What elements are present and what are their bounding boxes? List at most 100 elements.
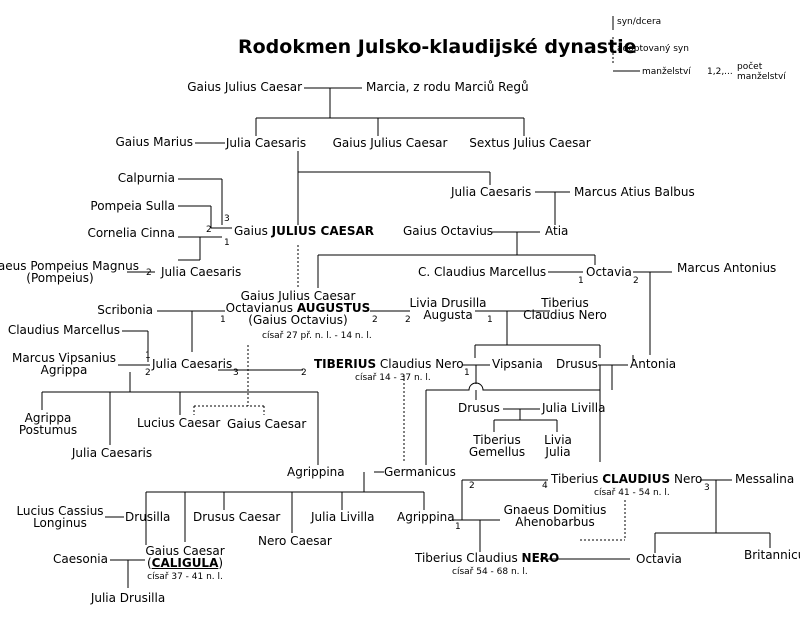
person-agrippa-line1: Marcus Vipsanius <box>12 351 116 365</box>
marriage-number-octavia-antonius: 2 <box>633 276 639 286</box>
legend-marriage-label: manželství <box>642 67 691 77</box>
marriage-number-julia-marcellus: 1 <box>145 351 151 361</box>
person-vipsania: Vipsania <box>492 357 543 371</box>
person-tiberius-nero-line1: Tiberius <box>541 296 589 310</box>
marriage-number-agrippina-claudius: 2 <box>469 481 475 491</box>
augustus-name: AUGUSTUS <box>296 301 371 315</box>
marriage-number-aug-scribonia: 1 <box>220 315 226 325</box>
person-augustus-line2: Octavianus AUGUSTUS <box>226 302 371 315</box>
claudius-reign: císař 41 - 54 n. l. <box>594 488 670 498</box>
claudius-praenomen: Tiberius <box>551 472 603 486</box>
person-drusus-elder: Drusus <box>556 357 598 371</box>
marriage-number-aug-livia: 2 <box>372 315 378 325</box>
marriage-number-cornelia: 1 <box>224 238 230 248</box>
person-claudius-marcellus-c: C. Claudius Marcellus <box>418 265 547 279</box>
person-antonia: Antonia <box>630 357 677 371</box>
claudius-rest: Nero <box>670 472 703 486</box>
person-caligula-2: (CALIGULA) <box>146 556 224 570</box>
augustus-octavianus: Octavianus <box>225 301 297 315</box>
julius-caesar-praenomen: Gaius <box>234 224 272 238</box>
legend-count-desc-2: manželství <box>737 72 786 82</box>
person-nero-caesar: Nero Caesar <box>258 534 332 548</box>
augustus-reign: císař 27 př. n. l. - 14 n. l. <box>262 331 372 341</box>
person-julius-caesar: Gaius JULIUS CAESAR <box>234 225 374 238</box>
person-julia-livilla-1: Julia Livilla <box>542 401 606 415</box>
marriage-number-agrippina-ahenobarbus: 1 <box>455 522 461 532</box>
person-marcus-antonius: Marcus Antonius <box>677 261 777 275</box>
person-drusilla: Drusilla <box>125 510 171 524</box>
person-julia-caesaris-5: Julia Caesaris <box>71 446 153 460</box>
marriage-number-livia-tib: 1 <box>487 315 493 325</box>
marriage-number-octavia-marcellus: 1 <box>578 276 584 286</box>
person-gaius-marius: Gaius Marius <box>115 135 194 149</box>
legend-count-label: 1,2,... <box>707 67 733 77</box>
person-octavia-minor: Octavia <box>586 265 632 279</box>
marriage-number-julia-tiberius: 3 <box>233 368 239 378</box>
person-livia-drusilla: Livia Drusilla <box>409 296 487 310</box>
person-julia-drusilla: Julia Drusilla <box>90 591 166 605</box>
page-title: Rodokmen Julsko-klaudijské dynastie <box>238 36 637 58</box>
person-livia-julia-1: Livia <box>544 433 572 447</box>
person-sextus-julius-caesar: Sextus Julius Caesar <box>469 136 591 150</box>
person-pompeius-alias: (Pompeius) <box>26 271 94 285</box>
marriage-number-julia-agrippa: 2 <box>145 368 151 378</box>
marriage-number-calpurnia: 3 <box>224 214 230 224</box>
person-agrippa-line2: Agrippa <box>40 363 88 377</box>
marriage-number-pompeia: 2 <box>206 225 212 235</box>
marriage-number-tiberius-vipsania: 1 <box>464 368 470 378</box>
person-claudius: Tiberius CLAUDIUS Nero <box>551 473 702 486</box>
person-cornelia-cinna: Cornelia Cinna <box>87 226 175 240</box>
nero-name: NERO <box>521 551 560 565</box>
person-lucius-cassius-1: Lucius Cassius <box>16 504 104 518</box>
person-lucius-caesar: Lucius Caesar <box>137 416 221 430</box>
marriage-number-tiberius-julia: 2 <box>301 368 307 378</box>
person-drusus-younger: Drusus <box>458 401 500 415</box>
legend-adopted-label: adoptovaný syn <box>617 44 689 54</box>
person-julia-caesaris-3: Julia Caesaris <box>161 265 242 279</box>
person-pompeia-sulla: Pompeia Sulla <box>90 199 175 213</box>
person-julia-caesaris-1: Julia Caesaris <box>225 136 307 150</box>
person-gaius-octavius: Gaius Octavius <box>403 224 494 238</box>
person-ahenobarbus-1: Gnaeus Domitius <box>503 503 607 517</box>
person-julia-livilla-2: Julia Livilla <box>311 510 375 524</box>
marriage-number-claudius-messalina: 3 <box>704 483 710 493</box>
person-livia-augusta: Augusta <box>423 308 473 322</box>
person-tiberius-nero-line2: Claudius Nero <box>523 308 607 322</box>
tiberius-reign: císař 14 - 37 n. l. <box>355 373 431 383</box>
person-atia: Atia <box>545 224 569 238</box>
person-messalina: Messalina <box>735 472 795 486</box>
person-scribonia: Scribonia <box>97 303 153 317</box>
julius-caesar-name: JULIUS CAESAR <box>271 224 375 238</box>
person-agrippa-postumus-1: Agrippa <box>24 411 72 425</box>
marriage-number-pompeius: 2 <box>146 268 152 278</box>
person-marcia: Marcia, z rodu Marciů Regů <box>366 80 529 94</box>
person-agrippina-younger: Agrippina <box>397 510 455 524</box>
person-augustus-line3: (Gaius Octavius) <box>248 313 348 327</box>
tiberius-name: TIBERIUS <box>314 357 377 371</box>
tiberius-rest: Claudius Nero <box>376 357 464 371</box>
person-gaius-caesar: Gaius Caesar <box>227 417 307 431</box>
caligula-name: CALIGULA <box>151 556 219 570</box>
person-octavia-claudia: Octavia <box>636 552 682 566</box>
person-claudius-marcellus: Claudius Marcellus <box>7 323 120 337</box>
person-agrippa-postumus-2: Postumus <box>18 423 78 437</box>
person-gaius-julius-caesar-father: Gaius Julius Caesar <box>332 136 448 150</box>
person-lucius-cassius-2: Longinus <box>33 516 87 530</box>
nero-praenomen: Tiberius Claudius <box>415 551 522 565</box>
marriage-number-livia-aug: 2 <box>405 315 411 325</box>
person-germanicus: Germanicus <box>384 465 456 479</box>
person-caesonia: Caesonia <box>52 552 108 566</box>
person-pompeius-name: Gnaeus Pompeius Magnus <box>0 259 139 273</box>
claudius-name: CLAUDIUS <box>602 472 671 486</box>
person-gaius-julius-caesar-elder: Gaius Julius Caesar <box>187 80 302 94</box>
person-calpurnia: Calpurnia <box>117 171 175 185</box>
legend-count-desc-1: počet <box>737 62 763 72</box>
person-nero: Tiberius Claudius NERO <box>415 552 559 565</box>
person-augustus-line1: Gaius Julius Caesar <box>240 289 356 303</box>
marriage-number-claudius-agrippina: 4 <box>542 481 548 491</box>
person-agrippina-elder: Agrippina <box>287 465 345 479</box>
person-tiberius-gemellus-2: Gemellus <box>468 445 526 459</box>
person-caligula-1: Gaius Caesar <box>145 544 225 558</box>
